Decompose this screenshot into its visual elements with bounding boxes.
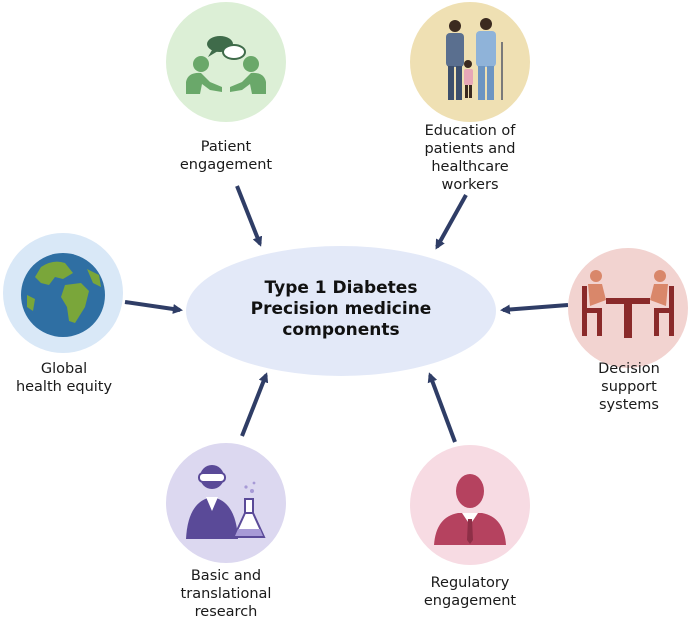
globe-icon [3, 233, 123, 353]
education-label: Education of patients and healthcare wor… [424, 123, 516, 193]
research-label: Basic and translational research [180, 568, 272, 620]
center-title-line1: Type 1 Diabetes [264, 278, 418, 298]
patient-engagement-node [166, 2, 286, 122]
decision-support-label: Decision support systems [598, 361, 660, 413]
decision-support-node [568, 248, 688, 368]
arrow-research [240, 372, 269, 437]
center-title-line3: components [282, 320, 400, 340]
global-health-equity-node [3, 233, 123, 353]
arrow-education [435, 194, 468, 250]
research-node [166, 443, 286, 563]
arrow-equity [124, 300, 183, 314]
education-node [410, 2, 530, 122]
arrow-patient [235, 185, 263, 247]
center-ellipse [186, 246, 496, 376]
arrow-regulatory [427, 372, 457, 443]
global-health-equity-label: Global health equity [15, 361, 113, 395]
center-title: Type 1 Diabetes Precision medicine compo… [186, 278, 496, 341]
healthcare-workers-icon [410, 2, 530, 122]
chat-people-icon [166, 2, 286, 122]
consultation-table-icon [568, 248, 688, 368]
regulatory-node [410, 445, 530, 565]
official-person-icon [410, 445, 530, 565]
patient-engagement-label: Patient engagement [179, 139, 273, 173]
scientist-flask-icon [166, 443, 286, 563]
regulatory-label: Regulatory engagement [423, 575, 517, 609]
center-title-line2: Precision medicine [250, 299, 432, 319]
arrow-decision [500, 303, 569, 315]
